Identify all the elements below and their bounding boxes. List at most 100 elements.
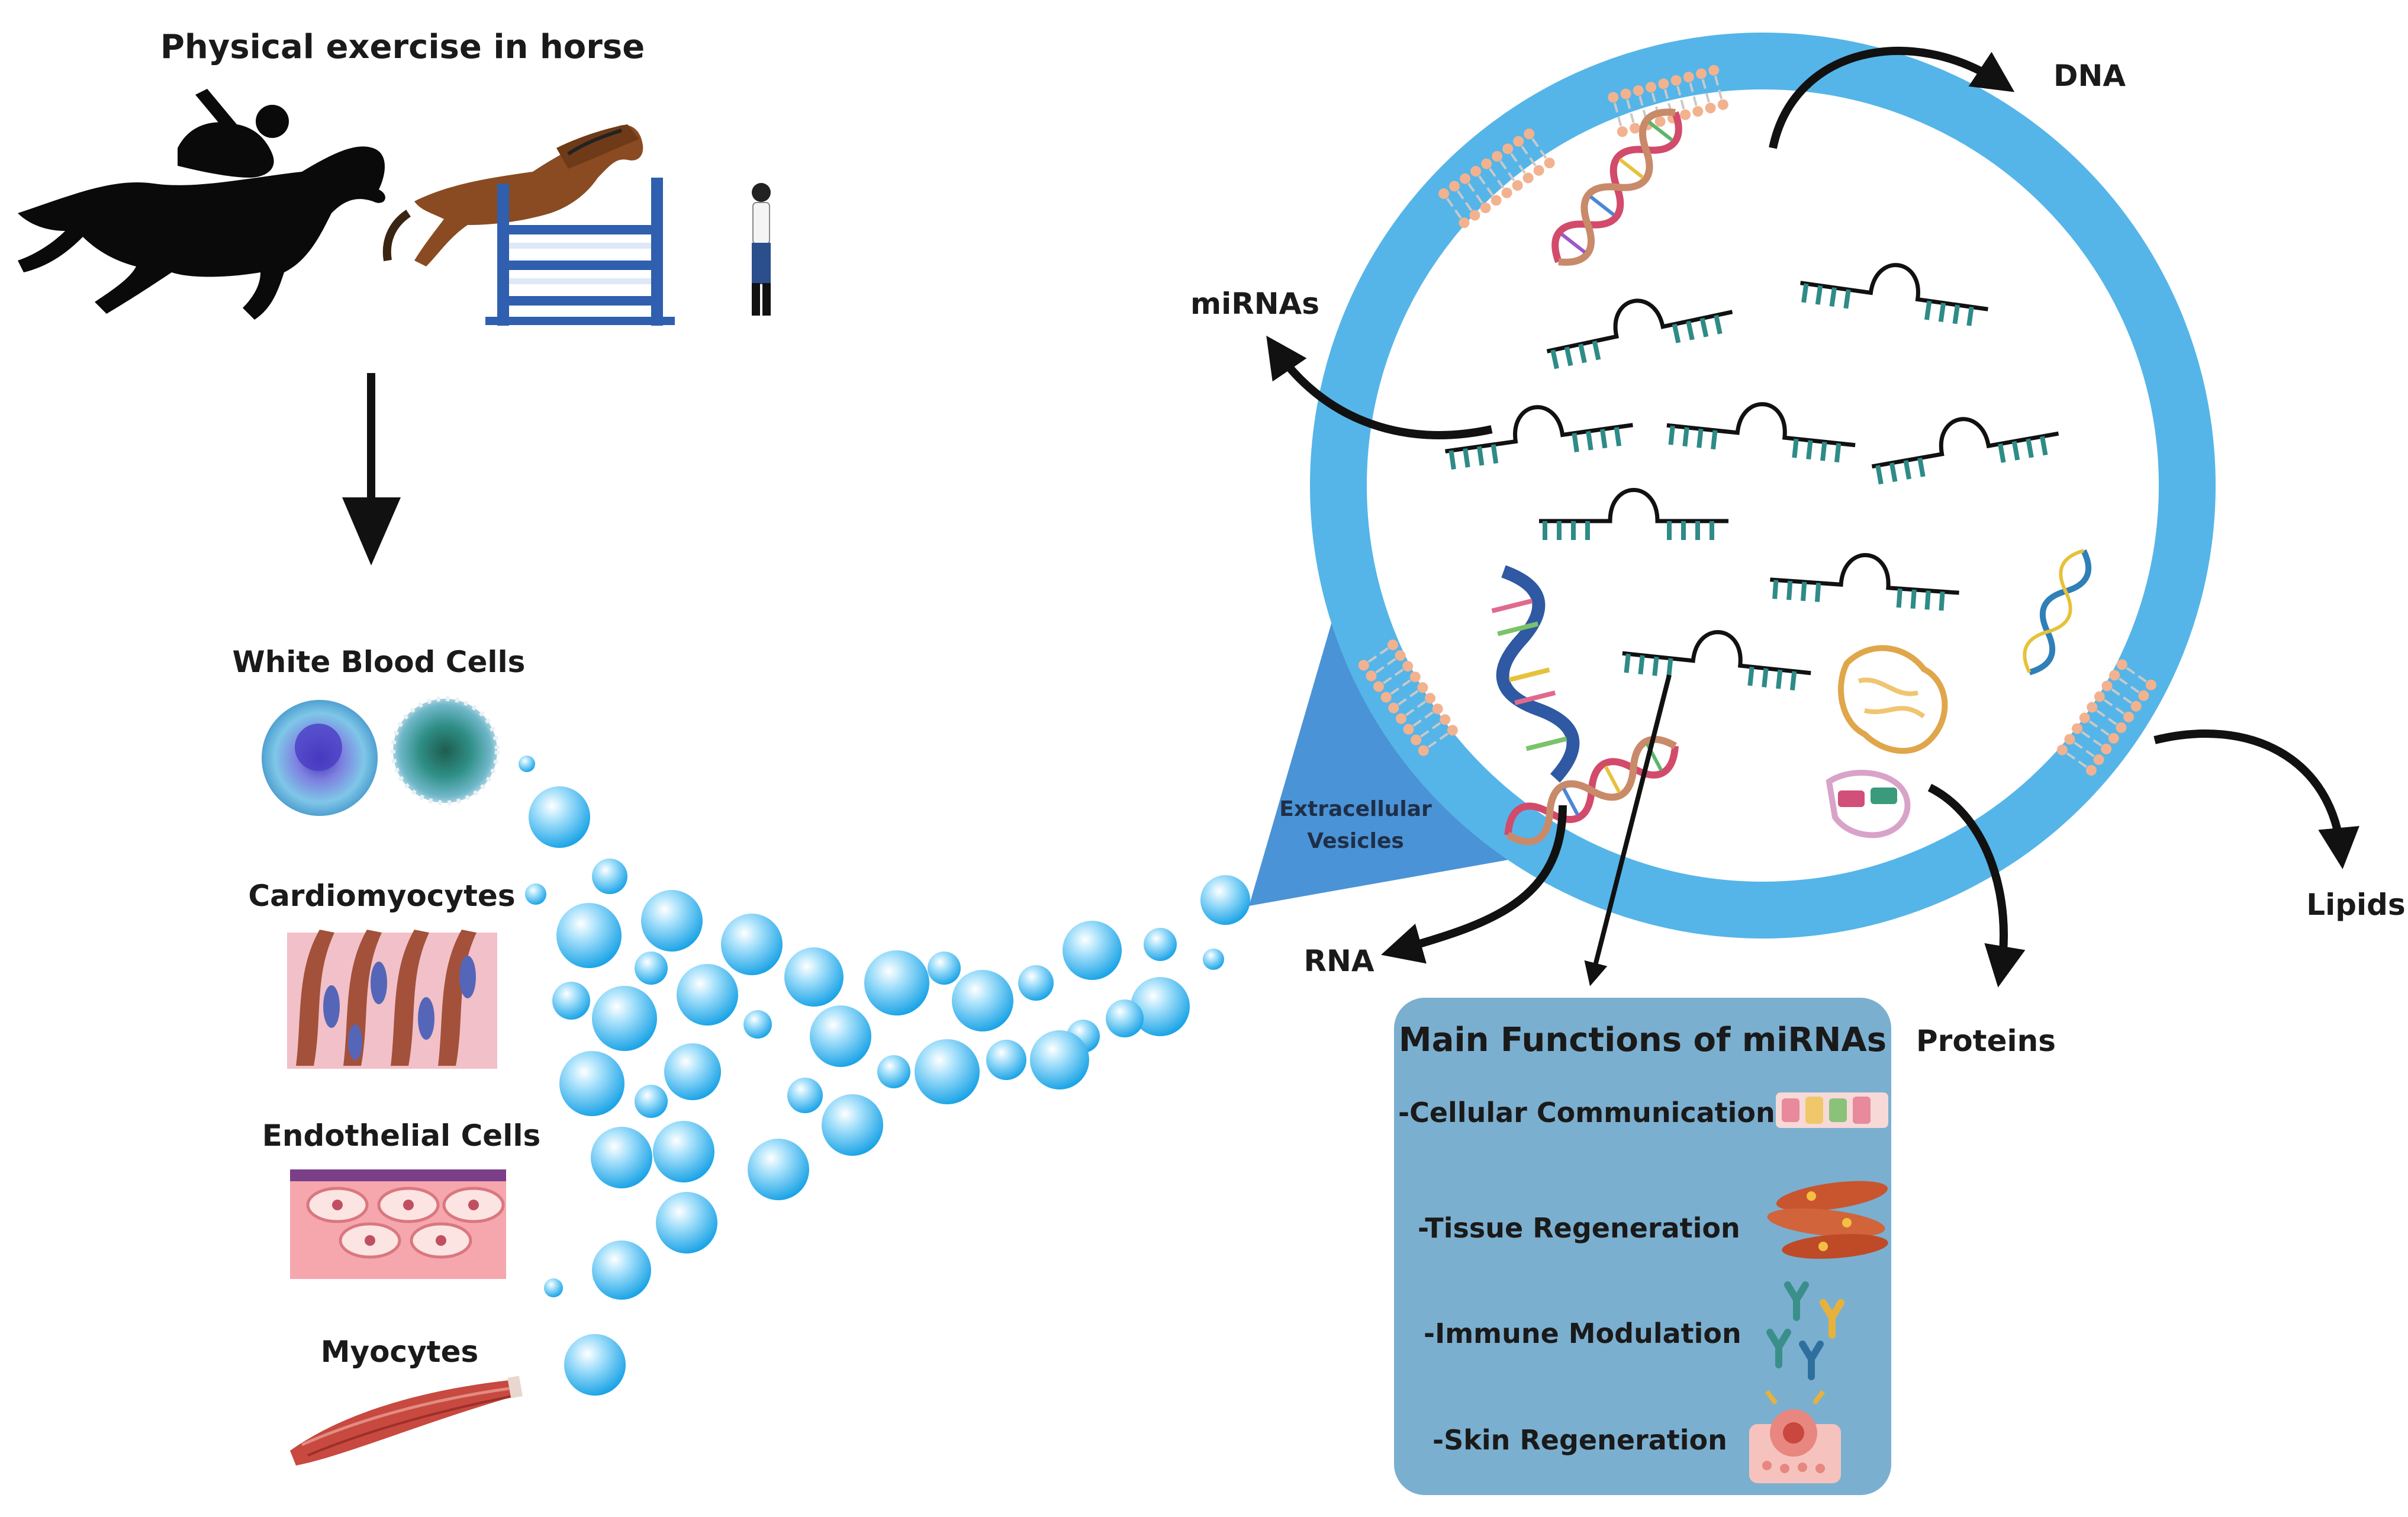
vesicle-bubble xyxy=(822,1094,883,1156)
vesicle-bubble xyxy=(864,950,929,1015)
function-item-skin-regeneration: -Skin Regeneration xyxy=(1432,1424,1727,1456)
vesicle-bubble xyxy=(986,1040,1026,1080)
label-rna: RNA xyxy=(1303,944,1374,978)
vesicle-bubble xyxy=(1200,875,1250,925)
lipid-bilayer-icon xyxy=(1358,639,1458,756)
label-cardiomyocytes: Cardiomyocytes xyxy=(248,879,515,913)
cargo-arrows xyxy=(1266,47,2359,988)
vesicle-bubble xyxy=(592,986,657,1051)
vesicle-bubble xyxy=(743,1010,772,1039)
arrow-to-lipids xyxy=(2153,729,2359,869)
mirna-hairpin-icon xyxy=(1539,488,1728,540)
functions-box-title: Main Functions of miRNAs xyxy=(1399,1021,1887,1059)
vesicle-bubble xyxy=(915,1039,980,1104)
vesicle-bubble xyxy=(810,1005,871,1067)
dna-helix-bottom-icon xyxy=(1504,735,1679,846)
vesicle-bubble xyxy=(592,1240,651,1300)
mirna-hairpin-icon xyxy=(1622,630,1811,691)
lipid-bilayer-icon xyxy=(1438,128,1555,229)
function-item-cellular-communication: -Cellular Communication xyxy=(1398,1097,1775,1129)
vesicle-bubble xyxy=(656,1192,717,1254)
vesicle-bubble xyxy=(525,883,546,905)
arrow-to-proteins xyxy=(1927,783,2026,988)
mirna-hairpin-icon xyxy=(1871,417,2059,485)
arrow-to-mirnas xyxy=(1266,335,1493,439)
vesicle-bubble xyxy=(721,914,783,975)
tissue-regeneration-icon xyxy=(1767,1181,1888,1259)
racehorse-icon xyxy=(18,89,385,320)
label-lipids: Lipids xyxy=(2306,888,2405,922)
vesicle-bubble xyxy=(635,1085,668,1118)
mirna-hairpin-icon xyxy=(1800,263,1988,326)
antibody-icon xyxy=(1766,1281,1844,1380)
protein-structure-icon xyxy=(1826,645,1948,838)
label-dna: DNA xyxy=(2053,59,2126,93)
label-myocytes: Myocytes xyxy=(321,1335,479,1369)
function-item-tissue-regeneration: -Tissue Regeneration xyxy=(1418,1212,1740,1244)
arrow-to-rna xyxy=(1381,805,1567,964)
vesicle-callout-wedge xyxy=(1249,622,1515,906)
label-proteins: Proteins xyxy=(1916,1024,2056,1058)
vesicle-bubble xyxy=(1106,999,1144,1037)
down-arrow xyxy=(342,373,401,565)
mirna-hairpin-icon xyxy=(1546,298,1733,369)
vesicle-bubble-stream xyxy=(519,756,1250,1396)
rna-helix-icon xyxy=(1491,565,1580,783)
vesicle-bubble xyxy=(653,1121,714,1182)
skin-regeneration-icon xyxy=(1749,1390,1841,1483)
white-blood-cells-image xyxy=(262,696,500,816)
label-white-blood-cells: White Blood Cells xyxy=(233,645,526,679)
vesicle-bubble xyxy=(529,786,590,848)
vesicle-bubble xyxy=(544,1278,563,1297)
lipid-bilayer-icon xyxy=(1608,65,1728,137)
rider-figure-icon xyxy=(752,183,771,316)
extracellular-vesicle-membrane xyxy=(1310,33,2216,939)
label-vesicles: Vesicles xyxy=(1307,829,1404,853)
mirna-hairpin-icon xyxy=(1666,402,1856,463)
mirna-hairpin-icon xyxy=(1445,405,1633,470)
lipid-bilayer-icon xyxy=(2056,659,2156,776)
dna-helix-top-icon xyxy=(1551,108,1682,266)
small-rna-helix-icon xyxy=(2023,549,2091,676)
vesicle-bubble xyxy=(559,1051,624,1116)
vesicle-bubble xyxy=(519,756,535,772)
myocytes-image xyxy=(290,1375,523,1465)
vesicle-bubble xyxy=(784,947,844,1007)
vesicle-bubble xyxy=(635,952,668,985)
vesicle-bubble xyxy=(877,1055,910,1088)
vesicle-bubble xyxy=(592,859,627,894)
lipid-bilayer-icons xyxy=(1358,65,2156,776)
vesicle-bubble xyxy=(552,982,590,1020)
vesicle-bubble xyxy=(748,1139,809,1200)
cardiomyocytes-image xyxy=(287,930,497,1069)
vesicle-bubble xyxy=(1030,1030,1089,1089)
vesicle-bubble xyxy=(1063,921,1122,980)
cell-communication-icon xyxy=(1776,1092,1888,1128)
arrow-to-functions xyxy=(1584,674,1672,986)
vesicle-bubble xyxy=(1018,965,1054,1001)
vesicle-bubble xyxy=(564,1334,626,1396)
vesicle-bubble xyxy=(928,952,961,985)
mirna-hairpin-icon xyxy=(1770,553,1959,611)
vesicle-bubble xyxy=(1203,949,1224,970)
mirna-hairpins xyxy=(1445,263,2059,691)
vesicle-bubble xyxy=(1144,928,1177,961)
vesicle-bubble xyxy=(641,890,703,952)
arrow-to-dna xyxy=(1769,47,2015,149)
vesicle-bubble xyxy=(1131,977,1190,1036)
vesicle-bubble xyxy=(591,1127,652,1188)
function-item-immune-modulation: -Immune Modulation xyxy=(1424,1317,1741,1349)
diagram-title: Physical exercise in horse xyxy=(160,28,645,66)
vesicle-bubble xyxy=(787,1078,823,1113)
vesicle-bubble xyxy=(556,903,622,968)
vesicle-bubble xyxy=(664,1043,721,1100)
label-extracellular: Extracellular xyxy=(1279,797,1432,821)
main-functions-box: Main Functions of miRNAs -Cellular Commu… xyxy=(1394,998,1891,1495)
endothelial-cells-image xyxy=(290,1169,506,1279)
vesicle-bubble xyxy=(677,964,738,1026)
label-mirnas: miRNAs xyxy=(1190,287,1319,321)
vesicle-bubble xyxy=(952,970,1013,1031)
label-endothelial-cells: Endothelial Cells xyxy=(262,1119,541,1153)
jumping-horse-icon xyxy=(382,124,675,326)
